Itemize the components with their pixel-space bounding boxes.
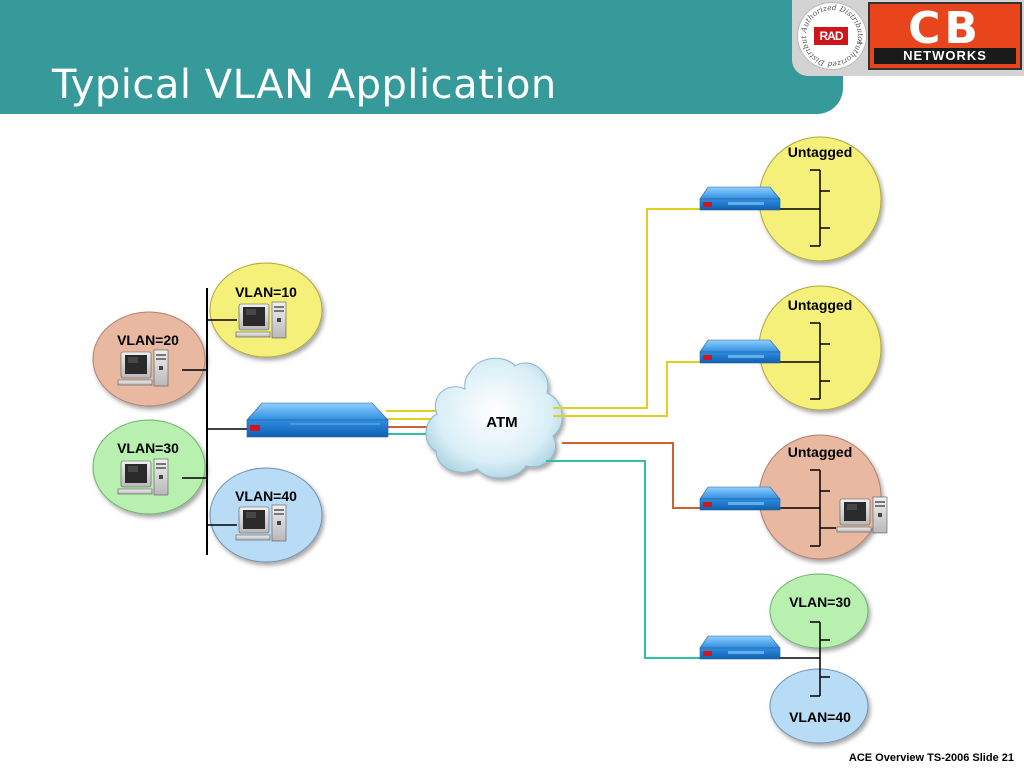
site4-vlan40-ellipse bbox=[769, 668, 869, 744]
computer-icon bbox=[235, 504, 287, 542]
slide-title: Typical VLAN Application bbox=[52, 62, 557, 108]
site4-lan-bus bbox=[780, 621, 830, 697]
site2-label: Untagged bbox=[787, 297, 853, 313]
rad-logo-text: RAD bbox=[814, 27, 848, 45]
vlan10-label: VLAN=10 bbox=[235, 284, 297, 300]
orange-link bbox=[562, 442, 700, 509]
yellow-link bbox=[553, 361, 700, 417]
computer-icon bbox=[836, 496, 888, 534]
site3-lan-bus bbox=[780, 469, 836, 547]
site4-vlan40-label: VLAN=40 bbox=[789, 709, 851, 725]
site2-access-device bbox=[699, 339, 781, 364]
yellow-link bbox=[553, 208, 700, 409]
vlan20-label: VLAN=20 bbox=[117, 332, 179, 348]
central-access-device bbox=[246, 402, 389, 438]
vlan30-label: VLAN=30 bbox=[117, 440, 179, 456]
atm-cloud-label: ATM bbox=[486, 414, 518, 431]
site3-access-device bbox=[699, 486, 781, 511]
computer-icon bbox=[117, 349, 169, 387]
computer-icon bbox=[117, 458, 169, 496]
site4-access-device bbox=[699, 635, 781, 660]
teal-link bbox=[546, 460, 700, 659]
cb-logo-subtitle: NETWORKS bbox=[874, 48, 1016, 64]
site1-label: Untagged bbox=[787, 144, 853, 160]
cb-networks-logo: CB NETWORKS bbox=[868, 2, 1022, 70]
site1-lan-bus bbox=[780, 169, 830, 247]
site3-label: Untagged bbox=[787, 444, 853, 460]
slide-footer: ACE Overview TS-2006 Slide 21 bbox=[848, 752, 1014, 764]
site2-lan-bus bbox=[780, 322, 830, 400]
atm-cloud bbox=[425, 357, 563, 479]
cb-logo-letters: CB bbox=[908, 3, 982, 54]
site1-access-device bbox=[699, 186, 781, 211]
rad-ring-icon: Authorized Distributor Authorized Distri… bbox=[798, 3, 865, 69]
vlan40-label: VLAN=40 bbox=[235, 488, 297, 504]
computer-icon bbox=[235, 301, 287, 339]
title-bar bbox=[0, 0, 843, 114]
site4-vlan30-label: VLAN=30 bbox=[789, 594, 851, 610]
rad-authorized-distributor-logo: Authorized Distributor Authorized Distri… bbox=[797, 2, 867, 70]
site4-vlan30-ellipse bbox=[769, 573, 869, 649]
